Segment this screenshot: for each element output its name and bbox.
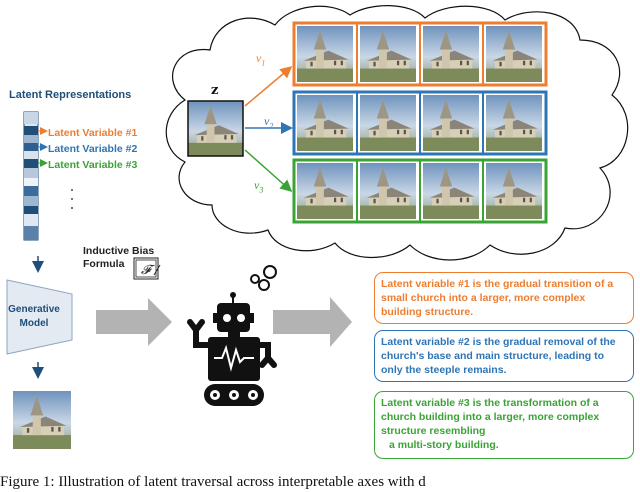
- description-box-3: Latent variable #3 is the transformation…: [374, 391, 634, 459]
- latent-variable-2-label: Latent Variable #2: [48, 143, 138, 155]
- description-box-1: Latent variable #1 is the gradual transi…: [374, 272, 634, 324]
- inductive-bias-label: Inductive Bias Formula: [83, 245, 155, 270]
- block-arrow-icon: [96, 298, 172, 346]
- robot-icon: [187, 265, 277, 406]
- direction-label-3: v3: [254, 178, 264, 195]
- generative-model-label: Generative Model: [8, 304, 60, 329]
- direction-label-2: v2: [264, 114, 274, 131]
- description-3-tail: a multi-story building.: [389, 439, 499, 451]
- latent-representations-title: Latent Representations: [9, 89, 132, 101]
- formula-icon: 𝓕: [133, 257, 161, 280]
- description-box-2: Latent variable #2 is the gradual remova…: [374, 330, 634, 382]
- z-label: z: [211, 83, 219, 98]
- figure-caption: Figure 1: Illustration of latent travers…: [0, 474, 426, 490]
- z-church-image: [188, 101, 243, 156]
- latent-variable-3-label: Latent Variable #3: [48, 159, 138, 171]
- traversal-row-3: [292, 158, 548, 224]
- generative-model-block: [6, 279, 73, 355]
- block-arrow-icon: [273, 297, 352, 347]
- description-3-text: Latent variable #3 is the transformation…: [381, 397, 600, 437]
- output-church-image: [13, 391, 71, 449]
- latent-vector: [23, 111, 39, 241]
- direction-label-1: v1: [256, 51, 266, 68]
- traversal-row-1: [292, 21, 548, 87]
- latent-variable-1-label: Latent Variable #1: [48, 127, 138, 139]
- traversal-row-2: [292, 90, 548, 156]
